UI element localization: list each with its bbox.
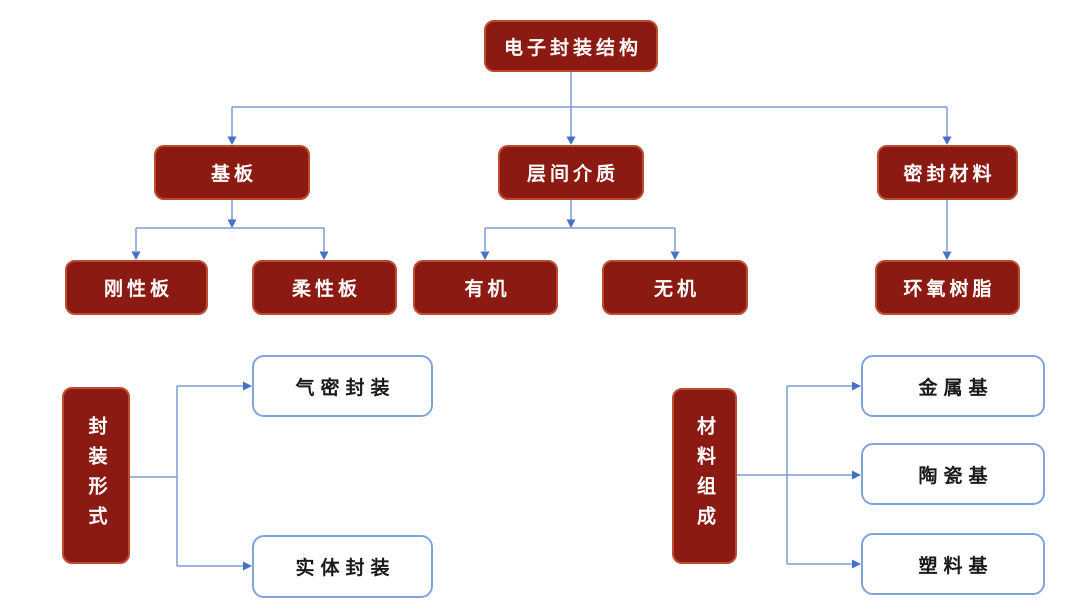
node-sealing-material: 密封材料 bbox=[877, 145, 1018, 200]
node-organic: 有机 bbox=[413, 260, 558, 315]
node-label: 电子封装结构 bbox=[503, 36, 642, 59]
node-label: 柔性板 bbox=[291, 278, 361, 300]
node-label: 基板 bbox=[210, 163, 257, 185]
node-solid-packaging: 实体封装 bbox=[252, 535, 433, 598]
node-label: 实体封装 bbox=[295, 557, 396, 579]
node-hermetic-packaging: 气密封装 bbox=[252, 355, 433, 417]
node-label: 无机 bbox=[653, 278, 700, 300]
node-label: 密封材料 bbox=[903, 163, 996, 185]
dielectric-subtree-connectors bbox=[480, 200, 680, 260]
node-flexible-board: 柔性板 bbox=[252, 260, 397, 315]
node-rigid-board: 刚性板 bbox=[65, 260, 208, 315]
node-inorganic: 无机 bbox=[602, 260, 748, 315]
node-label: 塑料基 bbox=[918, 554, 994, 577]
packaging-form-connectors bbox=[130, 381, 252, 571]
node-interlayer-dielectric: 层间介质 bbox=[498, 145, 644, 200]
node-packaging-form: 封装形式 bbox=[62, 387, 130, 564]
material-composition-connectors bbox=[737, 381, 861, 569]
node-plastic-base: 塑料基 bbox=[861, 533, 1045, 595]
node-label: 层间介质 bbox=[526, 163, 619, 185]
node-metal-base: 金属基 bbox=[861, 355, 1045, 417]
node-label: 材料组成 bbox=[694, 416, 716, 536]
top-tree-connectors bbox=[227, 72, 952, 145]
node-electronic-packaging-structure: 电子封装结构 bbox=[484, 20, 658, 72]
node-ceramic-base: 陶瓷基 bbox=[861, 443, 1045, 505]
sealing-subtree-connectors bbox=[942, 200, 952, 260]
substrate-subtree-connectors bbox=[131, 200, 329, 260]
node-label: 金属基 bbox=[918, 376, 994, 399]
node-label: 陶瓷基 bbox=[918, 464, 994, 487]
node-material-composition: 材料组成 bbox=[672, 388, 737, 564]
node-label: 环氧树脂 bbox=[903, 278, 996, 300]
node-label: 气密封装 bbox=[295, 376, 396, 399]
node-label: 封装形式 bbox=[85, 415, 108, 536]
node-substrate: 基板 bbox=[154, 145, 310, 200]
node-epoxy-resin: 环氧树脂 bbox=[875, 260, 1020, 315]
node-label: 有机 bbox=[464, 278, 511, 300]
node-label: 刚性板 bbox=[103, 278, 173, 300]
